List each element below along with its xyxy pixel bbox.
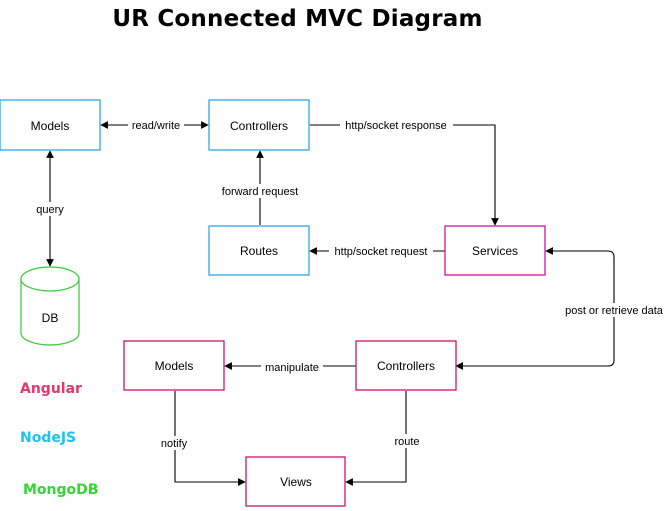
db-cylinder-icon: DB: [20, 266, 80, 346]
db-label: DB: [42, 311, 59, 325]
label-forward-request: forward request: [214, 184, 306, 198]
node-services: Services: [444, 225, 546, 276]
svg-text:Routes: Routes: [240, 244, 278, 258]
label-read-write: read/write: [128, 118, 184, 132]
legend-angular: Angular: [20, 381, 82, 397]
svg-text:Controllers: Controllers: [377, 359, 435, 373]
svg-text:http/socket request: http/socket request: [335, 246, 428, 258]
svg-text:forward request: forward request: [222, 186, 298, 198]
legend-mongodb: MongoDB: [23, 482, 99, 498]
svg-text:http/socket response: http/socket response: [345, 120, 447, 132]
svg-text:Controllers: Controllers: [230, 119, 288, 133]
label-notify: notify: [156, 436, 194, 450]
svg-text:Models: Models: [155, 359, 194, 373]
node-controllers-client: Controllers: [355, 340, 457, 391]
svg-text:manipulate: manipulate: [265, 362, 319, 374]
diagram-title: UR Connected MVC Diagram: [112, 6, 483, 32]
legend-nodejs: NodeJS: [20, 430, 77, 446]
label-http-socket-request: http/socket request: [329, 244, 433, 258]
label-http-socket-response: http/socket response: [340, 118, 453, 132]
node-models-client: Models: [123, 340, 225, 391]
svg-text:post or retrieve data: post or retrieve data: [565, 305, 664, 317]
label-post-or-retrieve-data: post or retrieve data: [565, 303, 664, 317]
svg-text:notify: notify: [161, 438, 188, 450]
edge-notify: [174, 391, 246, 486]
node-controllers-server: Controllers: [208, 99, 310, 151]
label-query: query: [33, 202, 67, 216]
node-views: Views: [245, 456, 346, 507]
svg-text:read/write: read/write: [132, 120, 180, 132]
edge-route: [345, 391, 407, 486]
node-routes: Routes: [208, 225, 310, 276]
svg-text:route: route: [394, 436, 419, 448]
svg-text:Models: Models: [31, 119, 70, 133]
svg-text:Services: Services: [472, 244, 518, 258]
svg-text:Views: Views: [280, 475, 312, 489]
label-manipulate: manipulate: [261, 360, 323, 374]
label-route: route: [391, 434, 423, 448]
edge-http-socket-response: [310, 124, 499, 226]
node-models-server: Models: [0, 99, 101, 151]
svg-text:query: query: [36, 204, 64, 216]
